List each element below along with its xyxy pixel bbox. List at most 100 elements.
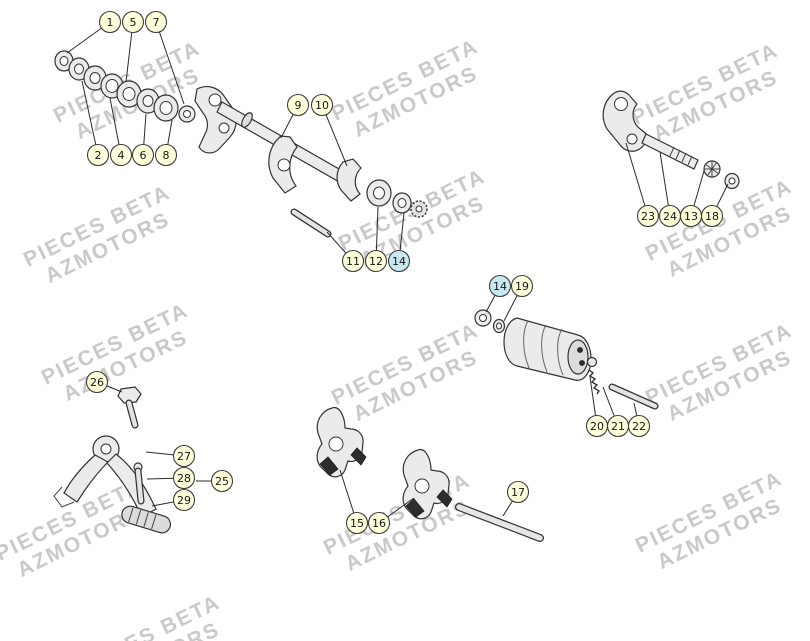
- callout-number-9: 9: [295, 99, 302, 112]
- callout-bubble-11[interactable]: [341, 249, 365, 273]
- callout-leader-2: [81, 80, 99, 156]
- callout-bubble-15[interactable]: [345, 511, 369, 535]
- callout-bubble-23[interactable]: [636, 204, 660, 228]
- callout-bubble-4[interactable]: [109, 143, 133, 167]
- callout-11[interactable]: 11: [341, 249, 365, 273]
- callout-number-11: 11: [346, 255, 360, 268]
- callout-number-14: 14: [392, 255, 406, 268]
- callout-number-6: 6: [140, 149, 147, 162]
- callout-number-5: 5: [130, 16, 137, 29]
- callout-bubble-28[interactable]: [172, 466, 196, 490]
- callout-8[interactable]: 8: [154, 143, 178, 167]
- callout-bubble-9[interactable]: [286, 93, 310, 117]
- part-drawing-gear-lever: [53, 386, 172, 534]
- callout-1[interactable]: 1: [98, 10, 122, 34]
- callout-bubble-7[interactable]: [144, 10, 168, 34]
- callout-14[interactable]: 14: [387, 249, 411, 273]
- callout-27[interactable]: 27: [172, 444, 196, 468]
- callout-9[interactable]: 9: [286, 93, 310, 117]
- callout-bubble-2[interactable]: [86, 143, 110, 167]
- callout-number-19: 19: [515, 280, 529, 293]
- callout-24[interactable]: 24: [658, 204, 682, 228]
- callout-bubble-12[interactable]: [364, 249, 388, 273]
- callout-number-25: 25: [215, 475, 229, 488]
- callout-number-28: 28: [177, 472, 191, 485]
- callout-number-10: 10: [315, 99, 329, 112]
- callout-number-2: 2: [95, 149, 102, 162]
- part-drawing-shift-shaft: [602, 90, 740, 190]
- callout-7[interactable]: 7: [144, 10, 168, 34]
- callout-number-15: 15: [350, 517, 364, 530]
- part-drawing-selector-shaft: [216, 101, 428, 238]
- callout-number-16: 16: [372, 517, 386, 530]
- callout-bubble-6[interactable]: [131, 143, 155, 167]
- callout-number-24: 24: [663, 210, 677, 223]
- part-drawing-washer-stack: [54, 50, 237, 154]
- callout-number-23: 23: [641, 210, 655, 223]
- callout-bubble-16[interactable]: [367, 511, 391, 535]
- callout-19[interactable]: 19: [510, 274, 534, 298]
- callout-bubble-10[interactable]: [310, 93, 334, 117]
- callout-bubble-5[interactable]: [121, 10, 145, 34]
- callout-bubble-26[interactable]: [85, 370, 109, 394]
- callout-number-29: 29: [177, 494, 191, 507]
- callout-6[interactable]: 6: [131, 143, 155, 167]
- callout-22[interactable]: 22: [627, 414, 651, 438]
- callout-28[interactable]: 28: [172, 466, 196, 490]
- callout-bubble-1[interactable]: [98, 10, 122, 34]
- callout-number-18: 18: [705, 210, 719, 223]
- callout-17[interactable]: 17: [506, 480, 530, 504]
- callout-number-7: 7: [153, 16, 160, 29]
- callout-4[interactable]: 4: [109, 143, 133, 167]
- callout-2[interactable]: 2: [86, 143, 110, 167]
- callout-number-17: 17: [511, 486, 525, 499]
- callout-10[interactable]: 10: [310, 93, 334, 117]
- callout-number-4: 4: [118, 149, 125, 162]
- part-drawings-layer: [53, 50, 740, 542]
- callout-5[interactable]: 5: [121, 10, 145, 34]
- callout-number-20: 20: [590, 420, 604, 433]
- part-drawing-shift-forks: [316, 406, 544, 542]
- callout-14[interactable]: 14: [488, 274, 512, 298]
- callout-number-1: 1: [107, 16, 114, 29]
- callout-20[interactable]: 20: [585, 414, 609, 438]
- callout-25[interactable]: 25: [210, 469, 234, 493]
- callout-number-21: 21: [611, 420, 625, 433]
- callout-12[interactable]: 12: [364, 249, 388, 273]
- callout-leader-7: [155, 21, 185, 105]
- callout-bubble-18[interactable]: [700, 204, 724, 228]
- callout-18[interactable]: 18: [700, 204, 724, 228]
- callout-bubble-19[interactable]: [510, 274, 534, 298]
- callout-number-8: 8: [163, 149, 170, 162]
- callout-23[interactable]: 23: [636, 204, 660, 228]
- callout-number-13: 13: [684, 210, 698, 223]
- callout-number-14: 14: [493, 280, 507, 293]
- callout-bubble-17[interactable]: [506, 480, 530, 504]
- callout-16[interactable]: 16: [367, 511, 391, 535]
- callout-bubble-25[interactable]: [210, 469, 234, 493]
- callout-number-22: 22: [632, 420, 646, 433]
- callout-29[interactable]: 29: [172, 488, 196, 512]
- callout-bubble-8[interactable]: [154, 143, 178, 167]
- callout-21[interactable]: 21: [606, 414, 630, 438]
- callout-13[interactable]: 13: [679, 204, 703, 228]
- callout-bubble-14[interactable]: [488, 274, 512, 298]
- callout-bubble-27[interactable]: [172, 444, 196, 468]
- part-drawing-selector-drum: [474, 309, 659, 410]
- callout-bubble-14[interactable]: [387, 249, 411, 273]
- callout-bubble-22[interactable]: [627, 414, 651, 438]
- callout-15[interactable]: 15: [345, 511, 369, 535]
- callout-bubble-29[interactable]: [172, 488, 196, 512]
- callout-number-12: 12: [369, 255, 383, 268]
- callout-26[interactable]: 26: [85, 370, 109, 394]
- callout-number-26: 26: [90, 376, 104, 389]
